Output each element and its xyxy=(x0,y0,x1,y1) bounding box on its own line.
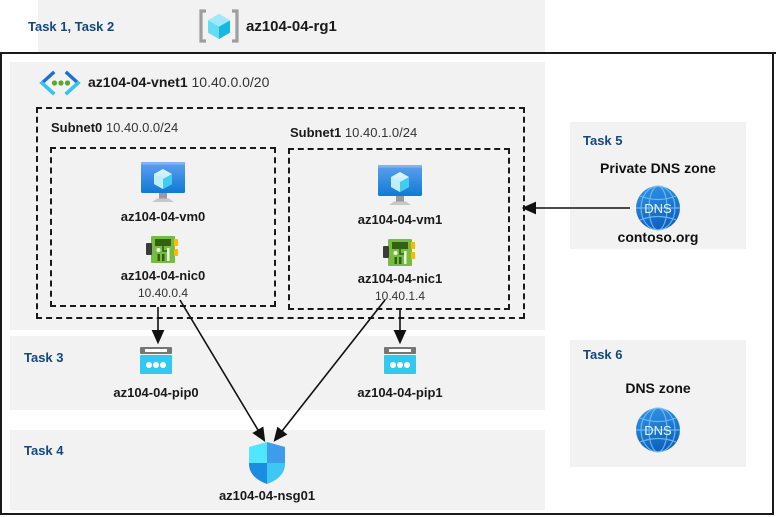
network-security-group-shield-icon xyxy=(246,440,288,486)
subnet0-box xyxy=(50,147,276,307)
subnet1-name: Subnet1 xyxy=(290,125,342,140)
nic0-name: az104-04-nic0 xyxy=(120,268,206,283)
subnet0-label: Subnet0 10.40.0.0/24 xyxy=(51,120,178,135)
subnet1-box xyxy=(288,148,510,310)
private-dns-zone-title: Private DNS zone xyxy=(600,160,716,176)
network-interface-icon xyxy=(383,237,417,269)
dns-zone-title: DNS zone xyxy=(625,380,691,396)
subnet0-name: Subnet0 xyxy=(51,120,103,135)
svg-text:DNS: DNS xyxy=(644,201,672,216)
diagram-outer-frame xyxy=(0,52,774,515)
pip1-name: az104-04-pip1 xyxy=(357,385,443,400)
subnet1-cidr: 10.40.1.0/24 xyxy=(344,125,418,140)
virtual-machine-icon xyxy=(372,160,428,208)
resource-group-cube-icon xyxy=(199,7,239,45)
task-label-4: Task 4 xyxy=(24,443,64,458)
subnet0-cidr: 10.40.0.0/24 xyxy=(105,120,179,135)
vm0-name: az104-04-vm0 xyxy=(120,209,206,224)
task-label-5: Task 5 xyxy=(583,133,623,148)
pip0-name: az104-04-pip0 xyxy=(113,385,199,400)
network-interface-icon xyxy=(146,234,180,266)
task-label-6: Task 6 xyxy=(583,347,623,362)
public-ip-address-icon xyxy=(136,345,176,379)
task-label-3: Task 3 xyxy=(24,350,64,365)
dns-globe-icon: DNS xyxy=(633,183,683,233)
nsg-name: az104-04-nsg01 xyxy=(218,488,316,503)
nic0-ip: 10.40.0.4 xyxy=(137,286,189,300)
private-dns-zone-name: contoso.org xyxy=(617,229,699,245)
vnet-name: az104-04-vnet1 xyxy=(88,74,188,90)
dns-globe-icon: DNS xyxy=(633,405,683,455)
resource-group-header-band xyxy=(38,0,545,52)
svg-text:DNS: DNS xyxy=(644,423,672,438)
vnet-panel xyxy=(10,62,545,330)
vnet-title: az104-04-vnet1 10.40.0.0/20 xyxy=(88,74,269,90)
task-label-1-2: Task 1, Task 2 xyxy=(28,19,115,34)
virtual-machine-icon xyxy=(135,157,191,205)
vnet-address-space: 10.40.0.0/20 xyxy=(191,74,270,90)
virtual-network-icon xyxy=(38,70,82,96)
subnet1-label: Subnet1 10.40.1.0/24 xyxy=(290,125,417,140)
nic1-ip: 10.40.1.4 xyxy=(374,289,426,303)
resource-group-name: az104-04-rg1 xyxy=(246,18,337,35)
nic1-name: az104-04-nic1 xyxy=(357,271,443,286)
public-ip-address-icon xyxy=(380,345,420,379)
vm1-name: az104-04-vm1 xyxy=(357,212,443,227)
